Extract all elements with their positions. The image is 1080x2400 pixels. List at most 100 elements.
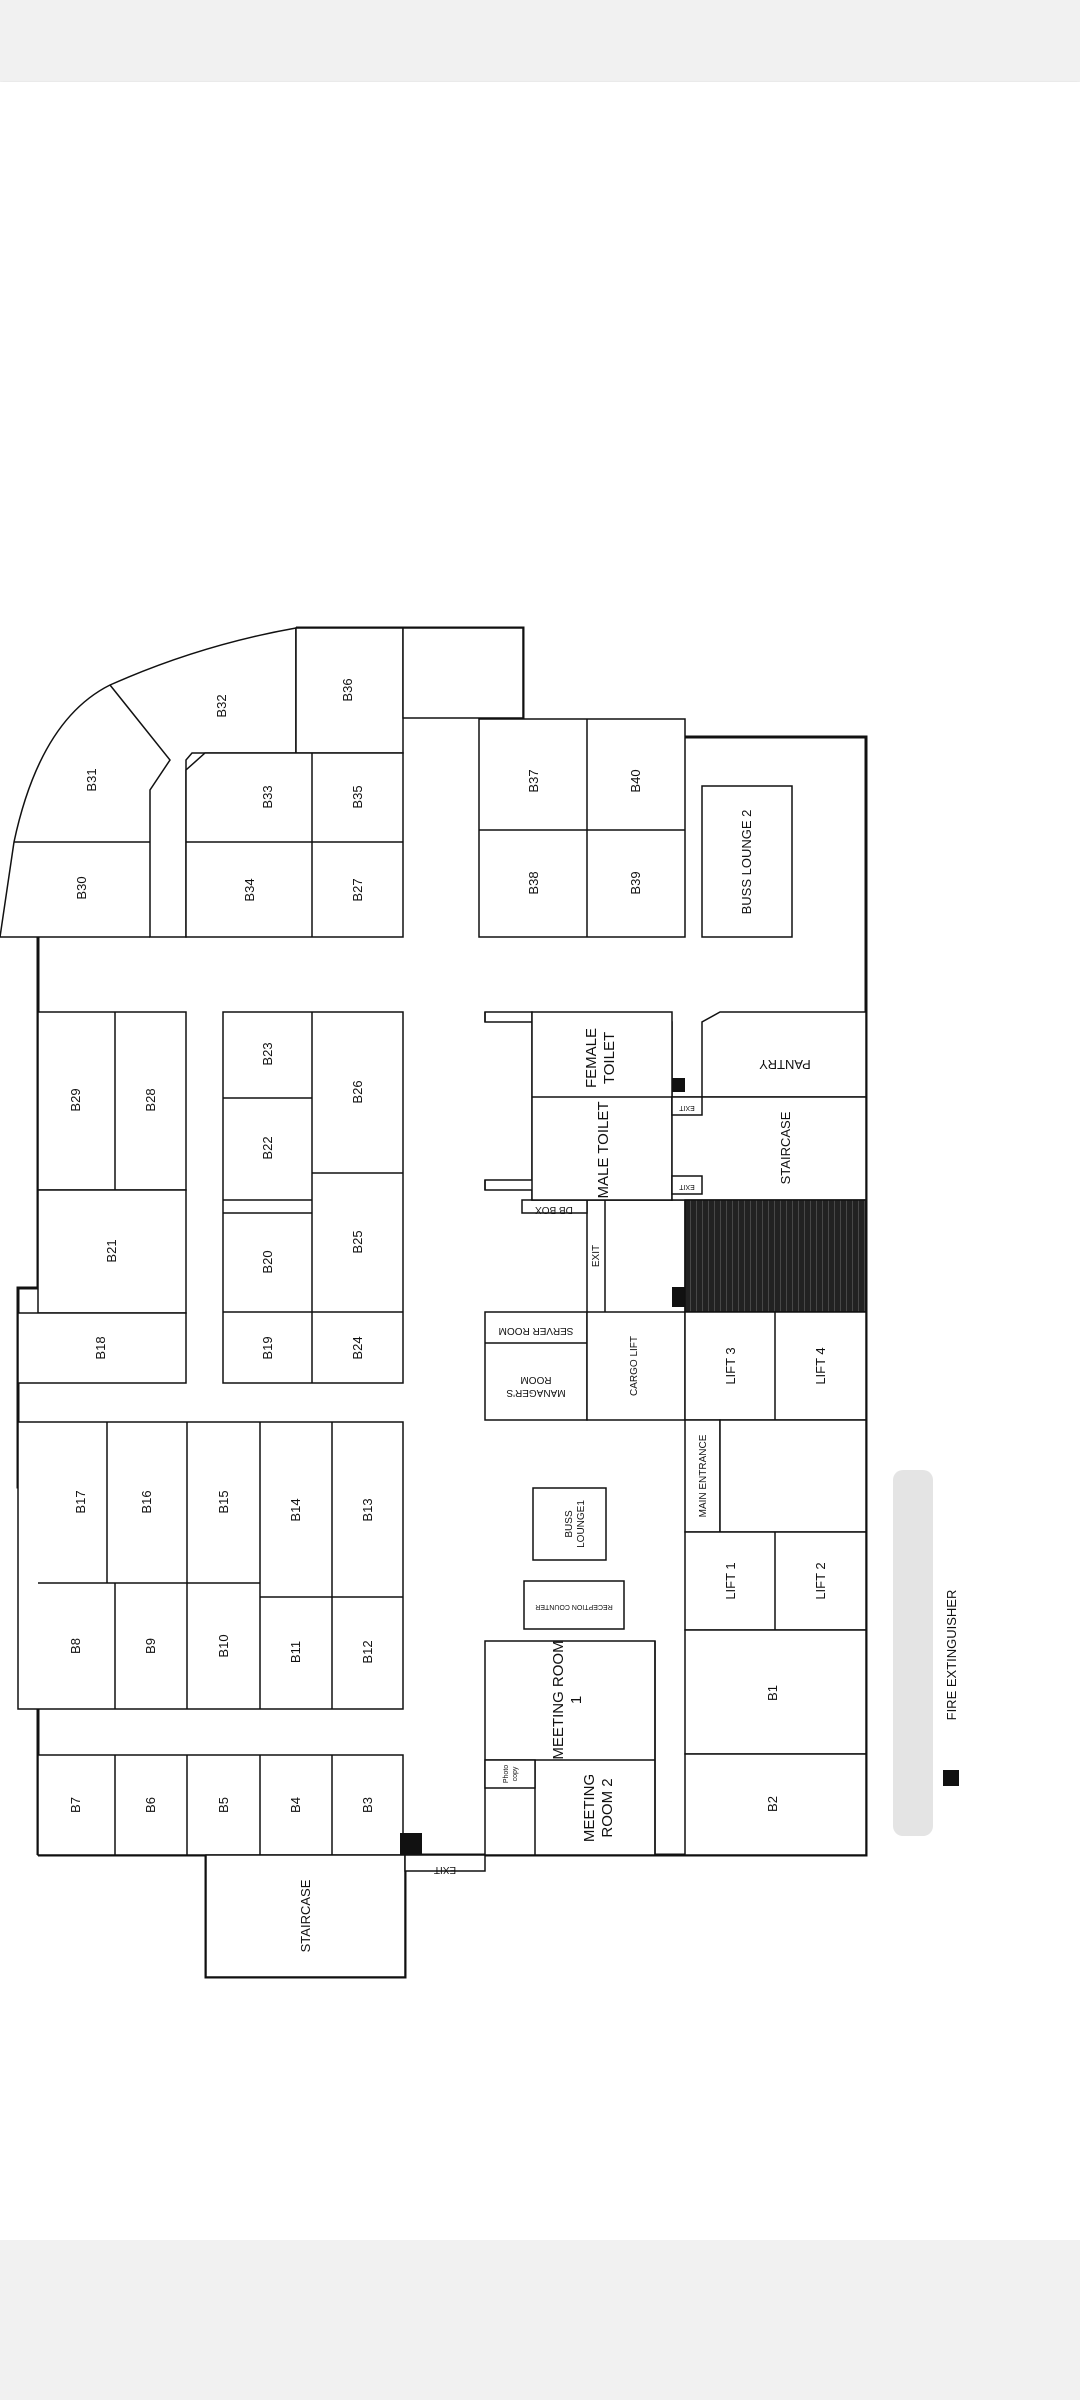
room-b25: B25 bbox=[350, 1230, 365, 1253]
room-b11: B11 bbox=[288, 1641, 303, 1663]
room-b15: B15 bbox=[216, 1490, 231, 1513]
room-b32: B32 bbox=[214, 694, 229, 717]
room-labels: B1 B2 B3 B4 B5 B6 B7 B8 B9 B10 B11 B12 B… bbox=[68, 678, 780, 1813]
svg-text:TOILET: TOILET bbox=[601, 1032, 618, 1084]
room-b29: B29 bbox=[68, 1088, 83, 1111]
photocopy-label: Photo copy bbox=[503, 1765, 519, 1783]
svg-text:MEETING: MEETING bbox=[581, 1774, 598, 1842]
svg-text:Photo: Photo bbox=[503, 1765, 510, 1783]
reception-counter-label: RECEPTION COUNTER bbox=[535, 1603, 612, 1610]
room-b8: B8 bbox=[68, 1638, 83, 1654]
main-entrance-label: MAIN ENTRANCE bbox=[698, 1434, 709, 1517]
db-box-label: DB BOX bbox=[535, 1204, 573, 1215]
staircase-label: STAIRCASE bbox=[298, 1879, 313, 1952]
svg-text:LOUNGE1: LOUNGE1 bbox=[576, 1500, 587, 1548]
room-b23: B23 bbox=[260, 1042, 275, 1065]
room-b22: B22 bbox=[260, 1136, 275, 1159]
viewer-top-bar bbox=[0, 0, 1080, 82]
curved-wing bbox=[0, 627, 524, 938]
block-b23-b24 bbox=[222, 1011, 404, 1384]
buss-lounge1-box bbox=[532, 1487, 607, 1561]
block-b37-b40 bbox=[478, 718, 793, 938]
room-b4: B4 bbox=[288, 1797, 303, 1813]
viewer-bottom-bar bbox=[0, 2240, 1080, 2400]
pantry-label: PANTRY bbox=[759, 1057, 811, 1072]
cargo-lift-label: CARGO LIFT bbox=[629, 1336, 640, 1396]
managers-room-label: MANAGER'S ROOM bbox=[506, 1374, 565, 1398]
exit-label-corridor: EXIT bbox=[591, 1245, 602, 1267]
facility-labels: STAIRCASE EXIT MEETING ROOM 1 MEETING RO… bbox=[298, 810, 828, 1953]
server-room-label: SERVER ROOM bbox=[499, 1325, 574, 1336]
svg-text:copy: copy bbox=[512, 1766, 519, 1781]
room-b39: B39 bbox=[628, 871, 643, 894]
svg-text:BUSS: BUSS bbox=[564, 1510, 575, 1538]
exit-label-lower: EXIT bbox=[678, 1183, 694, 1190]
room-b24: B24 bbox=[350, 1336, 365, 1359]
room-b28: B28 bbox=[143, 1088, 158, 1111]
block-b33-b27 bbox=[185, 752, 404, 938]
fire-extinguisher-icon bbox=[943, 1770, 959, 1786]
room-b12: B12 bbox=[360, 1640, 375, 1663]
room-b21: B21 bbox=[104, 1239, 119, 1262]
svg-text:MANAGER'S: MANAGER'S bbox=[506, 1387, 565, 1398]
room-b5: B5 bbox=[216, 1797, 231, 1813]
room-b2: B2 bbox=[765, 1796, 780, 1812]
redacted-legend-area bbox=[893, 1470, 933, 1836]
room-b34: B34 bbox=[242, 878, 257, 901]
room-b26: B26 bbox=[350, 1080, 365, 1103]
room-b27: B27 bbox=[350, 878, 365, 901]
lift2-label: LIFT 2 bbox=[813, 1562, 828, 1599]
room-b10: B10 bbox=[216, 1634, 231, 1657]
svg-text:ROOM 2: ROOM 2 bbox=[599, 1778, 616, 1837]
room-b33: B33 bbox=[260, 785, 275, 808]
block-b29-b18 bbox=[17, 1011, 187, 1384]
lift4-label: LIFT 4 bbox=[813, 1347, 828, 1384]
room-b1: B1 bbox=[765, 1685, 780, 1701]
room-b9: B9 bbox=[143, 1638, 158, 1654]
fire-extinguisher-marker bbox=[400, 1833, 422, 1855]
room-b3: B3 bbox=[360, 1797, 375, 1813]
room-b13: B13 bbox=[360, 1498, 375, 1521]
room-b37: B37 bbox=[526, 769, 541, 792]
meeting-room-2-label: MEETING ROOM 2 bbox=[581, 1774, 616, 1842]
room-b31: B31 bbox=[84, 768, 99, 791]
room-b16: B16 bbox=[139, 1490, 154, 1513]
staircase-area bbox=[205, 1854, 406, 1978]
exit-box bbox=[404, 1854, 486, 1872]
room-b30: B30 bbox=[74, 876, 89, 899]
toilet-block bbox=[484, 1011, 685, 1307]
svg-text:ROOM: ROOM bbox=[520, 1374, 551, 1385]
male-toilet-label: MALE TOILET bbox=[595, 1102, 612, 1199]
buss-lounge1-label: BUSS LOUNGE1 bbox=[564, 1500, 587, 1548]
lift1-label: LIFT 1 bbox=[723, 1562, 738, 1599]
room-b20: B20 bbox=[260, 1250, 275, 1273]
buss-lounge2-label: BUSS LOUNGE 2 bbox=[739, 810, 754, 915]
exit-label-upper: EXIT bbox=[678, 1104, 694, 1111]
room-b17: B17 bbox=[73, 1490, 88, 1513]
staircase-right-label: STAIRCASE bbox=[778, 1111, 793, 1184]
room-b14: B14 bbox=[288, 1498, 303, 1521]
room-b35: B35 bbox=[350, 785, 365, 808]
service-block bbox=[484, 1199, 686, 1421]
meeting-room-1-label: MEETING ROOM 1 bbox=[550, 1640, 585, 1759]
lift3-label: LIFT 3 bbox=[723, 1347, 738, 1384]
room-b6: B6 bbox=[143, 1797, 158, 1813]
svg-text:1: 1 bbox=[568, 1696, 585, 1704]
room-b40: B40 bbox=[628, 769, 643, 792]
room-b7: B7 bbox=[68, 1797, 83, 1813]
room-b18: B18 bbox=[93, 1336, 108, 1359]
svg-text:MEETING ROOM: MEETING ROOM bbox=[550, 1640, 567, 1759]
legend: FIRE EXTINGUISHER bbox=[893, 1470, 959, 1836]
block-b17-b12 bbox=[17, 1421, 404, 1710]
reception-counter-box bbox=[523, 1580, 625, 1630]
meeting-rooms bbox=[484, 1640, 656, 1856]
exit-label-bottom: EXIT bbox=[434, 1864, 456, 1875]
room-b19: B19 bbox=[260, 1336, 275, 1359]
block-b7-b3 bbox=[37, 1754, 404, 1856]
female-toilet-label: FEMALE TOILET bbox=[583, 1028, 618, 1088]
fire-extinguisher-legend-label: FIRE EXTINGUISHER bbox=[944, 1590, 959, 1721]
svg-text:FEMALE: FEMALE bbox=[583, 1028, 600, 1088]
room-b38: B38 bbox=[526, 871, 541, 894]
right-core bbox=[671, 1011, 867, 1856]
